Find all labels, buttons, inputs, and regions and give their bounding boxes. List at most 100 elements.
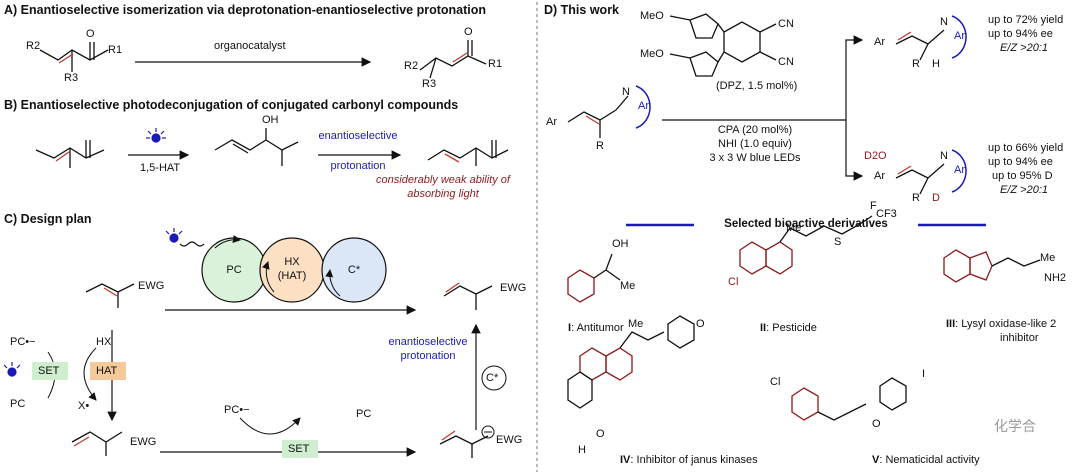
d-d-bottom: D bbox=[932, 192, 940, 204]
d-cond-2: NHI (1.0 equiv) bbox=[718, 138, 792, 150]
compound-iii bbox=[943, 249, 1041, 283]
cpd-iv-me: Me bbox=[628, 318, 644, 330]
compound-ii-caption: II: Pesticide bbox=[760, 322, 817, 334]
cpd-v-cl: Cl bbox=[770, 376, 781, 388]
d-cn-top: CN bbox=[778, 18, 794, 30]
a-prod-o: O bbox=[464, 26, 473, 38]
cpd-iv-h: H bbox=[578, 444, 586, 456]
d-ar-top: Ar bbox=[874, 36, 885, 48]
c-ewg-anion: EWG bbox=[496, 434, 523, 446]
c-cstar-small: C* bbox=[486, 372, 499, 384]
c-pc-bottom: PC bbox=[356, 408, 372, 420]
panel-b-start-molecule bbox=[35, 140, 105, 168]
compound-i bbox=[567, 253, 621, 303]
compound-ii bbox=[739, 215, 873, 275]
circle-pc-label: PC bbox=[226, 264, 242, 276]
panel-c-heading: C) Design plan bbox=[4, 212, 92, 226]
d-r-substrate: R bbox=[596, 140, 604, 152]
b-note-line2: absorbing light bbox=[407, 188, 479, 200]
panel-c-product bbox=[443, 282, 493, 310]
c-protonation-line2: protonation bbox=[400, 350, 456, 362]
a-o: O bbox=[86, 28, 95, 40]
panel-b-dienol bbox=[214, 128, 299, 166]
c-pc-rad-left: PC•− bbox=[10, 336, 36, 348]
d-bottom-result-3: E/Z >20:1 bbox=[1000, 184, 1049, 196]
b-step2-line1: enantioselective bbox=[318, 130, 398, 142]
d-bottom-result-1: up to 94% ee bbox=[988, 156, 1053, 168]
c-ewg-product: EWG bbox=[500, 282, 527, 294]
panel-a-arrow-label: organocatalyst bbox=[214, 40, 286, 52]
c-ewg-radical: EWG bbox=[130, 436, 157, 448]
d-n-top: N bbox=[940, 16, 948, 28]
cpd-ii-cf3: CF3 bbox=[876, 208, 897, 220]
d-n-substrate: N bbox=[622, 86, 630, 98]
b-step1: 1,5-HAT bbox=[140, 162, 181, 174]
panel-c-radical bbox=[71, 431, 123, 456]
d-product-bottom bbox=[895, 149, 967, 195]
a-r1: R1 bbox=[108, 44, 123, 56]
d-meo-top: MeO bbox=[640, 10, 664, 22]
d-product-top bbox=[895, 15, 967, 61]
blue-led-icon-c bbox=[165, 228, 205, 247]
d-ar-substrate: Ar bbox=[546, 116, 557, 128]
d-bottom-result-2: up to 95% D bbox=[992, 170, 1053, 182]
set-box-left bbox=[32, 362, 68, 380]
cpd-ii-cl: Cl bbox=[728, 276, 739, 288]
set-box-bottom bbox=[282, 440, 318, 458]
d-cond-1: CPA (20 mol%) bbox=[717, 124, 793, 136]
compound-i-caption: I: Antitumor bbox=[568, 322, 624, 334]
d-top-result-2: E/Z >20:1 bbox=[1000, 42, 1049, 54]
a-prod-r1: R1 bbox=[488, 58, 503, 70]
compound-iii-caption: III: Lysyl oxidase-like 2 bbox=[946, 318, 1057, 330]
c-ewg-start: EWG bbox=[138, 280, 165, 292]
b-oh: OH bbox=[262, 114, 279, 126]
watermark: 化学合 bbox=[994, 418, 1036, 434]
c-set-bottom: SET bbox=[288, 443, 310, 455]
panel-d-heading: D) This work bbox=[544, 3, 620, 17]
panel-b-product bbox=[427, 140, 509, 166]
cpd-ii-me: Me bbox=[786, 222, 802, 234]
hat-box bbox=[90, 362, 126, 380]
d-ar-ring-top: Ar bbox=[954, 30, 965, 42]
cpd-i-me: Me bbox=[620, 280, 636, 292]
compound-v bbox=[791, 377, 907, 421]
d-bottom-result-0: up to 66% yield bbox=[988, 142, 1064, 154]
panel-a-product-molecule bbox=[419, 40, 487, 79]
panel-a-start-molecule bbox=[39, 42, 109, 72]
cpd-v-i: I bbox=[922, 368, 926, 380]
d-meo-bottom: MeO bbox=[640, 48, 664, 60]
cstar-circle bbox=[321, 237, 387, 303]
panel-c-anion bbox=[439, 430, 489, 458]
c-pc-rad-bottom: PC•− bbox=[224, 404, 250, 416]
c-protonation-line1: enantioselective bbox=[388, 336, 468, 348]
b-step2-line2: protonation bbox=[330, 160, 386, 172]
panel-c-start-molecule bbox=[85, 283, 135, 308]
blue-led-icon-c2 bbox=[3, 362, 21, 377]
d-d2o: D2O bbox=[864, 150, 887, 162]
blue-led-icon-b bbox=[146, 128, 166, 143]
cpd-iii-me: Me bbox=[1040, 252, 1056, 264]
derivatives-title: Selected bioactive derivatives bbox=[724, 218, 888, 230]
d-ar-ring-substrate: Ar bbox=[638, 100, 649, 112]
d-h-top: H bbox=[932, 58, 940, 70]
d-r-top: R bbox=[912, 58, 920, 70]
d-top-result-0: up to 72% yield bbox=[988, 14, 1064, 26]
c-pc-left: PC bbox=[10, 398, 26, 410]
a-prod-r3: R3 bbox=[422, 78, 437, 90]
d-substrate bbox=[567, 85, 651, 138]
d-cond-3: 3 x 3 W blue LEDs bbox=[709, 152, 801, 164]
compound-iv bbox=[567, 315, 695, 409]
compound-v-caption: V: Nematicidal activity bbox=[872, 454, 980, 466]
b-note-line1: considerably weak ability of bbox=[376, 174, 510, 186]
cpd-ii-f: F bbox=[870, 200, 877, 212]
dpz-catalyst bbox=[669, 13, 777, 77]
c-x-rad: X• bbox=[78, 400, 90, 412]
cpd-v-o: O bbox=[872, 418, 881, 430]
cpd-i-oh: OH bbox=[612, 238, 629, 250]
d-top-result-1: up to 94% ee bbox=[988, 28, 1053, 40]
circle-hat-label: (HAT) bbox=[277, 270, 307, 282]
a-r2: R2 bbox=[26, 40, 41, 52]
compound-iv-caption: IV: Inhibitor of janus kinases bbox=[620, 454, 758, 466]
d-cn-bottom: CN bbox=[778, 56, 794, 68]
